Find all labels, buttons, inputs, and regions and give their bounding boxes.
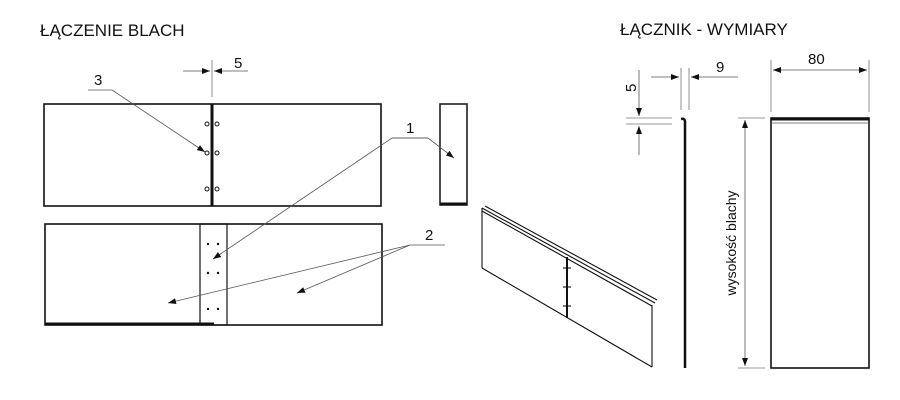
callout-3: 3	[88, 72, 206, 153]
top-view-joined-sheets	[43, 103, 382, 207]
right-title: ŁĄCZNIK - WYMIARY	[620, 20, 788, 39]
callout-2-label: 2	[425, 227, 433, 244]
callout-3-label: 3	[94, 72, 102, 89]
callout-1: 1	[212, 120, 455, 260]
gap-dimension: 5	[183, 55, 248, 97]
callout-1-label: 1	[406, 120, 414, 137]
width-label: 80	[808, 51, 825, 68]
height-label: wysokość blachy	[723, 190, 739, 296]
rivets	[204, 121, 220, 192]
hook-height-label: 5	[623, 84, 640, 92]
gap-dimension-label: 5	[234, 55, 242, 72]
rivet-holes	[206, 242, 220, 311]
hook-width-label: 9	[716, 59, 724, 76]
connector-profile: 9 5	[623, 59, 738, 368]
callout-2: 2	[167, 227, 445, 305]
connector-side-view	[439, 103, 468, 206]
left-title: ŁĄCZENIE BLACH	[40, 21, 185, 40]
bottom-view-joined-sheets	[44, 223, 383, 326]
connector-front-view: 80 wysokość blachy	[723, 51, 870, 369]
isometric-sheet-view	[481, 205, 658, 368]
